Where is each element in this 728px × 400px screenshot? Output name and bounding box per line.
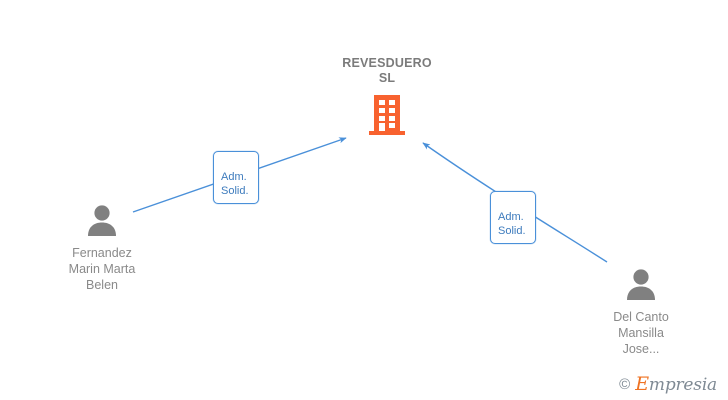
person-name-label: Fernandez Marin Marta Belen [68, 246, 136, 292]
person-icon [88, 205, 116, 236]
brand-initial: E [635, 373, 649, 395]
edge-label-text: Adm. Solid. [221, 171, 249, 197]
building-icon [369, 95, 405, 135]
person-node-del-canto-mansilla-jose[interactable]: Del Canto Mansilla Jose... [566, 268, 716, 357]
edge-label-delcanto[interactable]: Adm. Solid. [490, 191, 536, 244]
brand-name: Empresia [635, 375, 717, 394]
person-name-label: Del Canto Mansilla Jose... [613, 310, 669, 356]
company-node-revesduero[interactable]: REVESDUERO SL [312, 56, 462, 136]
person-node-fernandez-marin-marta-belen[interactable]: Fernandez Marin Marta Belen [27, 204, 177, 293]
edge-label-text: Adm. Solid. [498, 211, 526, 237]
copyright-symbol: © [619, 376, 631, 393]
edge-label-fernandez[interactable]: Adm. Solid. [213, 151, 259, 204]
person-icon [627, 269, 655, 300]
company-name-label: REVESDUERO SL [342, 56, 432, 85]
brand-rest: mpresia [648, 375, 717, 395]
watermark-empresia: © Empresia [619, 375, 717, 394]
